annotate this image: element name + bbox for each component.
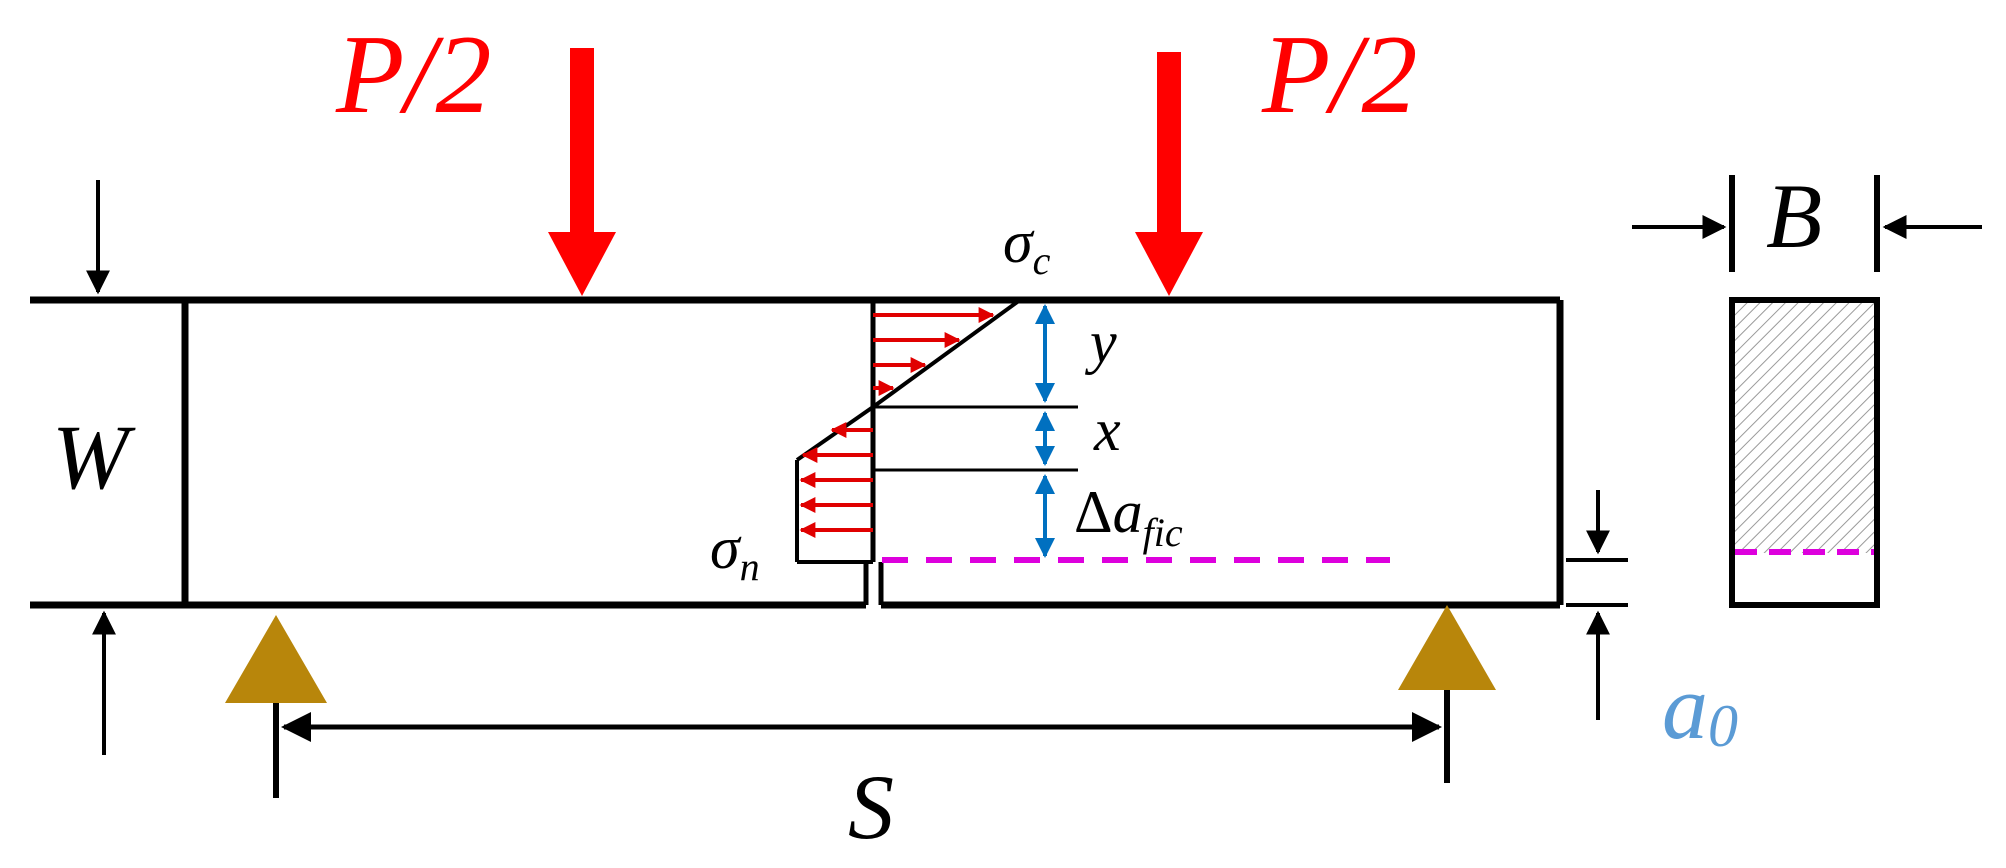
sigma-n-label: σn xyxy=(710,515,760,589)
sigma-c-label: σc xyxy=(1003,209,1051,283)
beam xyxy=(30,296,1564,609)
support-right xyxy=(1398,605,1496,690)
span-dimension xyxy=(273,690,1450,798)
support-left xyxy=(225,615,327,703)
height-label: W xyxy=(52,406,136,508)
load-arrow-right xyxy=(1135,52,1203,296)
span-label: S xyxy=(848,756,894,858)
load-label-right: P/2 xyxy=(1261,13,1418,137)
y-zone-label: y xyxy=(1084,309,1117,375)
tension-slope xyxy=(795,405,875,462)
load-label-left: P/2 xyxy=(335,13,492,137)
compression-stress-arrows xyxy=(873,307,995,396)
height-dimension xyxy=(86,180,116,755)
load-arrow-left xyxy=(548,48,616,296)
tension-stress-arrows xyxy=(799,422,873,538)
section-width-dimension xyxy=(1632,175,1982,272)
notch-depth-dimension xyxy=(1566,490,1628,720)
section-width-label: B xyxy=(1766,165,1822,267)
x-zone-label: x xyxy=(1093,397,1121,463)
cohesive-stress-profile xyxy=(795,298,1390,564)
notch-depth-label: a0 xyxy=(1662,656,1738,759)
compression-triangle-hypotenuse xyxy=(871,298,1022,409)
cross-section xyxy=(1729,297,1880,608)
fic-zone-label: Δafic xyxy=(1074,479,1183,555)
